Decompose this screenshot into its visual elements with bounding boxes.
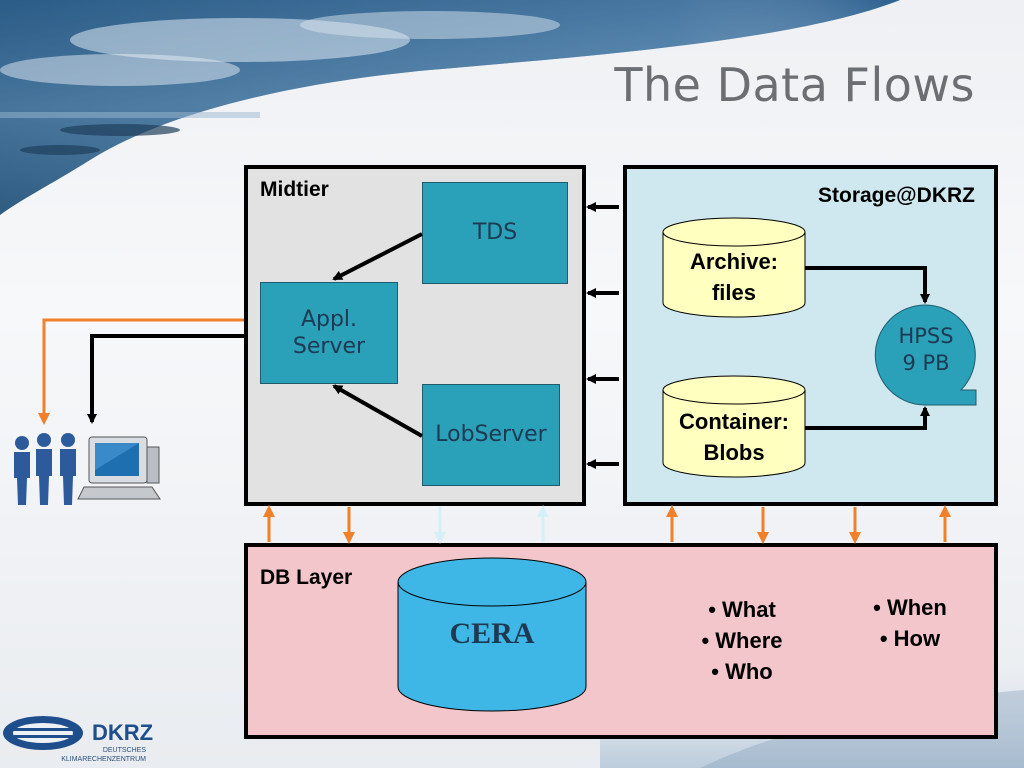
cera-database-cylinder (397, 557, 587, 712)
dkrz-logo-line2: KLIMARECHENZENTRUM (61, 756, 146, 763)
appl-server-label-line1: Appl. (300, 306, 358, 332)
lobserver-node: LobServer (422, 384, 560, 486)
container-label-line1: Container: (679, 409, 789, 434)
container-blobs-label: Container: Blobs (663, 407, 805, 469)
dkrz-logo-icon (3, 716, 83, 750)
bullet-where: • Where (701, 628, 783, 653)
dkrz-logo-line1: DEUTSCHES (102, 747, 146, 754)
arrow-tds-to-appl-server (332, 232, 423, 281)
db-bullets-when-how: • When • How (850, 592, 970, 654)
dkrz-logo-name: DKRZ (92, 720, 154, 745)
arrow-appl-server-to-computer (87, 334, 244, 424)
arrow-archive-to-hpss (805, 266, 930, 304)
hpss-storage-shape (874, 304, 977, 406)
container-blobs-cylinder (662, 375, 806, 478)
bullet-how: • How (879, 626, 941, 651)
bullet-when: • When (873, 595, 947, 620)
hpss-label-line2: 9 PB (902, 351, 950, 376)
arrow-appl-server-to-users (38, 318, 244, 425)
db-bullets-what-where-who: • What • Where • Who (672, 594, 812, 687)
appl-server-node: Appl. Server (260, 282, 398, 384)
dkrz-logo-subtitle: DEUTSCHES KLIMARECHENZENTRUM (60, 746, 146, 764)
hpss-label: HPSS 9 PB (876, 323, 976, 378)
appl-server-label-line2: Server (292, 334, 366, 359)
users-icon (14, 433, 76, 505)
computer-icon (77, 436, 161, 500)
tds-node: TDS (422, 182, 568, 284)
hpss-label-line1: HPSS (898, 324, 954, 348)
midtier-label: Midtier (260, 178, 329, 201)
storage-label: Storage@DKRZ (818, 184, 975, 207)
tds-label: TDS (472, 220, 518, 246)
cera-label: CERA (449, 617, 535, 650)
bullet-who: • Who (711, 659, 773, 684)
archive-files-cylinder (662, 217, 806, 318)
db-layer-box (244, 543, 998, 739)
arrow-container-to-hpss (805, 406, 930, 430)
slide-title: The Data Flows (614, 58, 975, 112)
arrow-lobserver-to-appl-server (332, 384, 423, 438)
lobserver-label: LobServer (435, 422, 547, 448)
container-label-line2: Blobs (703, 439, 765, 465)
bullet-what: • What (708, 597, 776, 622)
archive-label-line1: Archive: (689, 249, 779, 274)
archive-label-line2: files (711, 279, 757, 305)
db-layer-label: DB Layer (260, 566, 353, 589)
archive-files-label: Archive: files (663, 247, 805, 309)
